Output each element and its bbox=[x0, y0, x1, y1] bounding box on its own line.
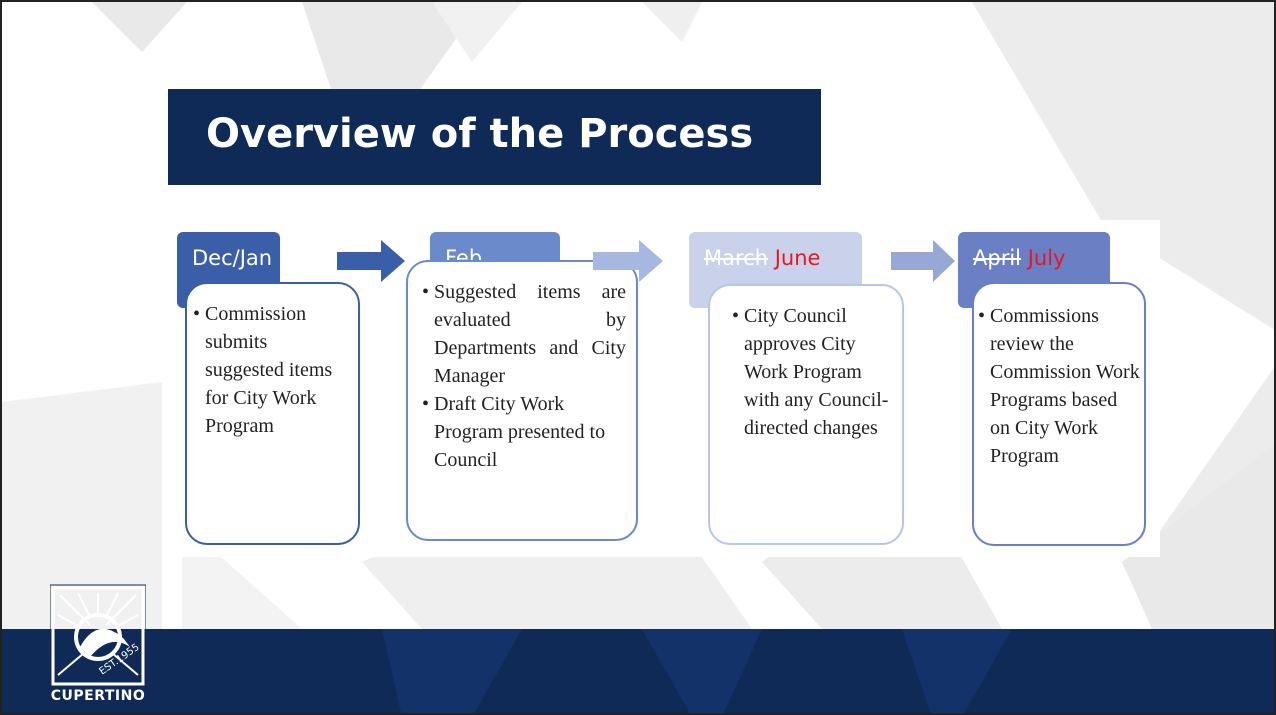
step-3-label: March June bbox=[704, 245, 820, 272]
step-4-old-label: April bbox=[973, 246, 1021, 270]
step-3-old-label: March bbox=[704, 246, 769, 270]
step-3-card: •City Council approves City Work Program… bbox=[708, 284, 904, 545]
right-arrow-icon bbox=[891, 240, 955, 282]
process-diagram: Dec/Jan •Commission submits suggested it… bbox=[165, 220, 1160, 557]
step-4-card: •Commissions review the Commission Work … bbox=[972, 282, 1146, 546]
step-1-card: •Commission submits suggested items for … bbox=[185, 282, 360, 545]
list-item: •Suggested items are evaluated by Depart… bbox=[422, 281, 626, 387]
right-arrow-icon bbox=[337, 240, 405, 282]
step-3-new-label: June bbox=[774, 246, 821, 270]
step-4-label: April July bbox=[973, 245, 1065, 272]
list-item: •Draft City Work Program presented to Co… bbox=[422, 393, 606, 471]
cupertino-seal-icon: EST.1955 bbox=[50, 584, 146, 688]
list-item: •City Council approves City Work Program… bbox=[732, 305, 889, 439]
title-banner: Overview of the Process bbox=[168, 89, 821, 185]
step-1-label: Dec/Jan bbox=[192, 246, 273, 270]
footer-band bbox=[2, 629, 1274, 713]
footer-pattern bbox=[382, 629, 1012, 713]
list-item: •Commission submits suggested items for … bbox=[193, 303, 333, 437]
step-2-card: •Suggested items are evaluated by Depart… bbox=[406, 260, 638, 541]
list-item: •Commissions review the Commission Work … bbox=[978, 305, 1140, 467]
page-title: Overview of the Process bbox=[206, 111, 754, 157]
logo-name: CUPERTINO bbox=[50, 688, 146, 704]
step-4-new-label: July bbox=[1027, 246, 1066, 270]
right-arrow-icon bbox=[593, 240, 663, 282]
